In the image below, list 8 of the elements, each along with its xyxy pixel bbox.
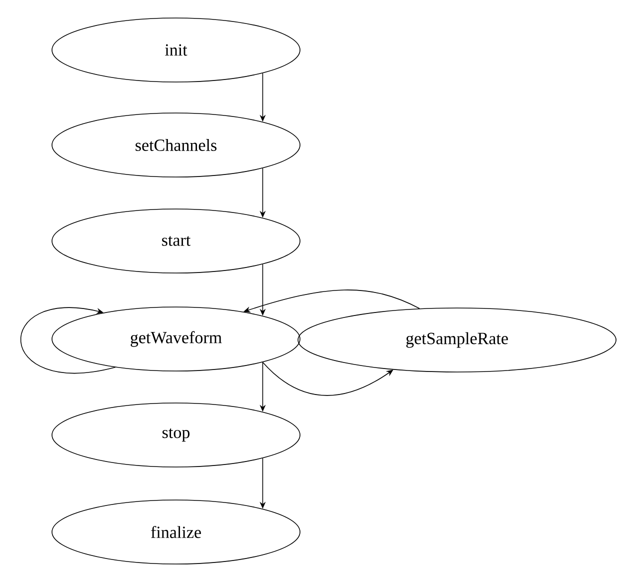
ellipse-node: finalize (52, 500, 300, 564)
ellipse-node: getWaveform (52, 306, 300, 372)
arrow (20, 307, 116, 374)
ellipse-node: setChannels (52, 112, 300, 178)
ellipse-node: getSampleRate (298, 308, 616, 372)
ellipse-node: init (52, 18, 300, 82)
ellipse-node: stop (52, 402, 300, 468)
ellipse-node: start (52, 208, 300, 274)
